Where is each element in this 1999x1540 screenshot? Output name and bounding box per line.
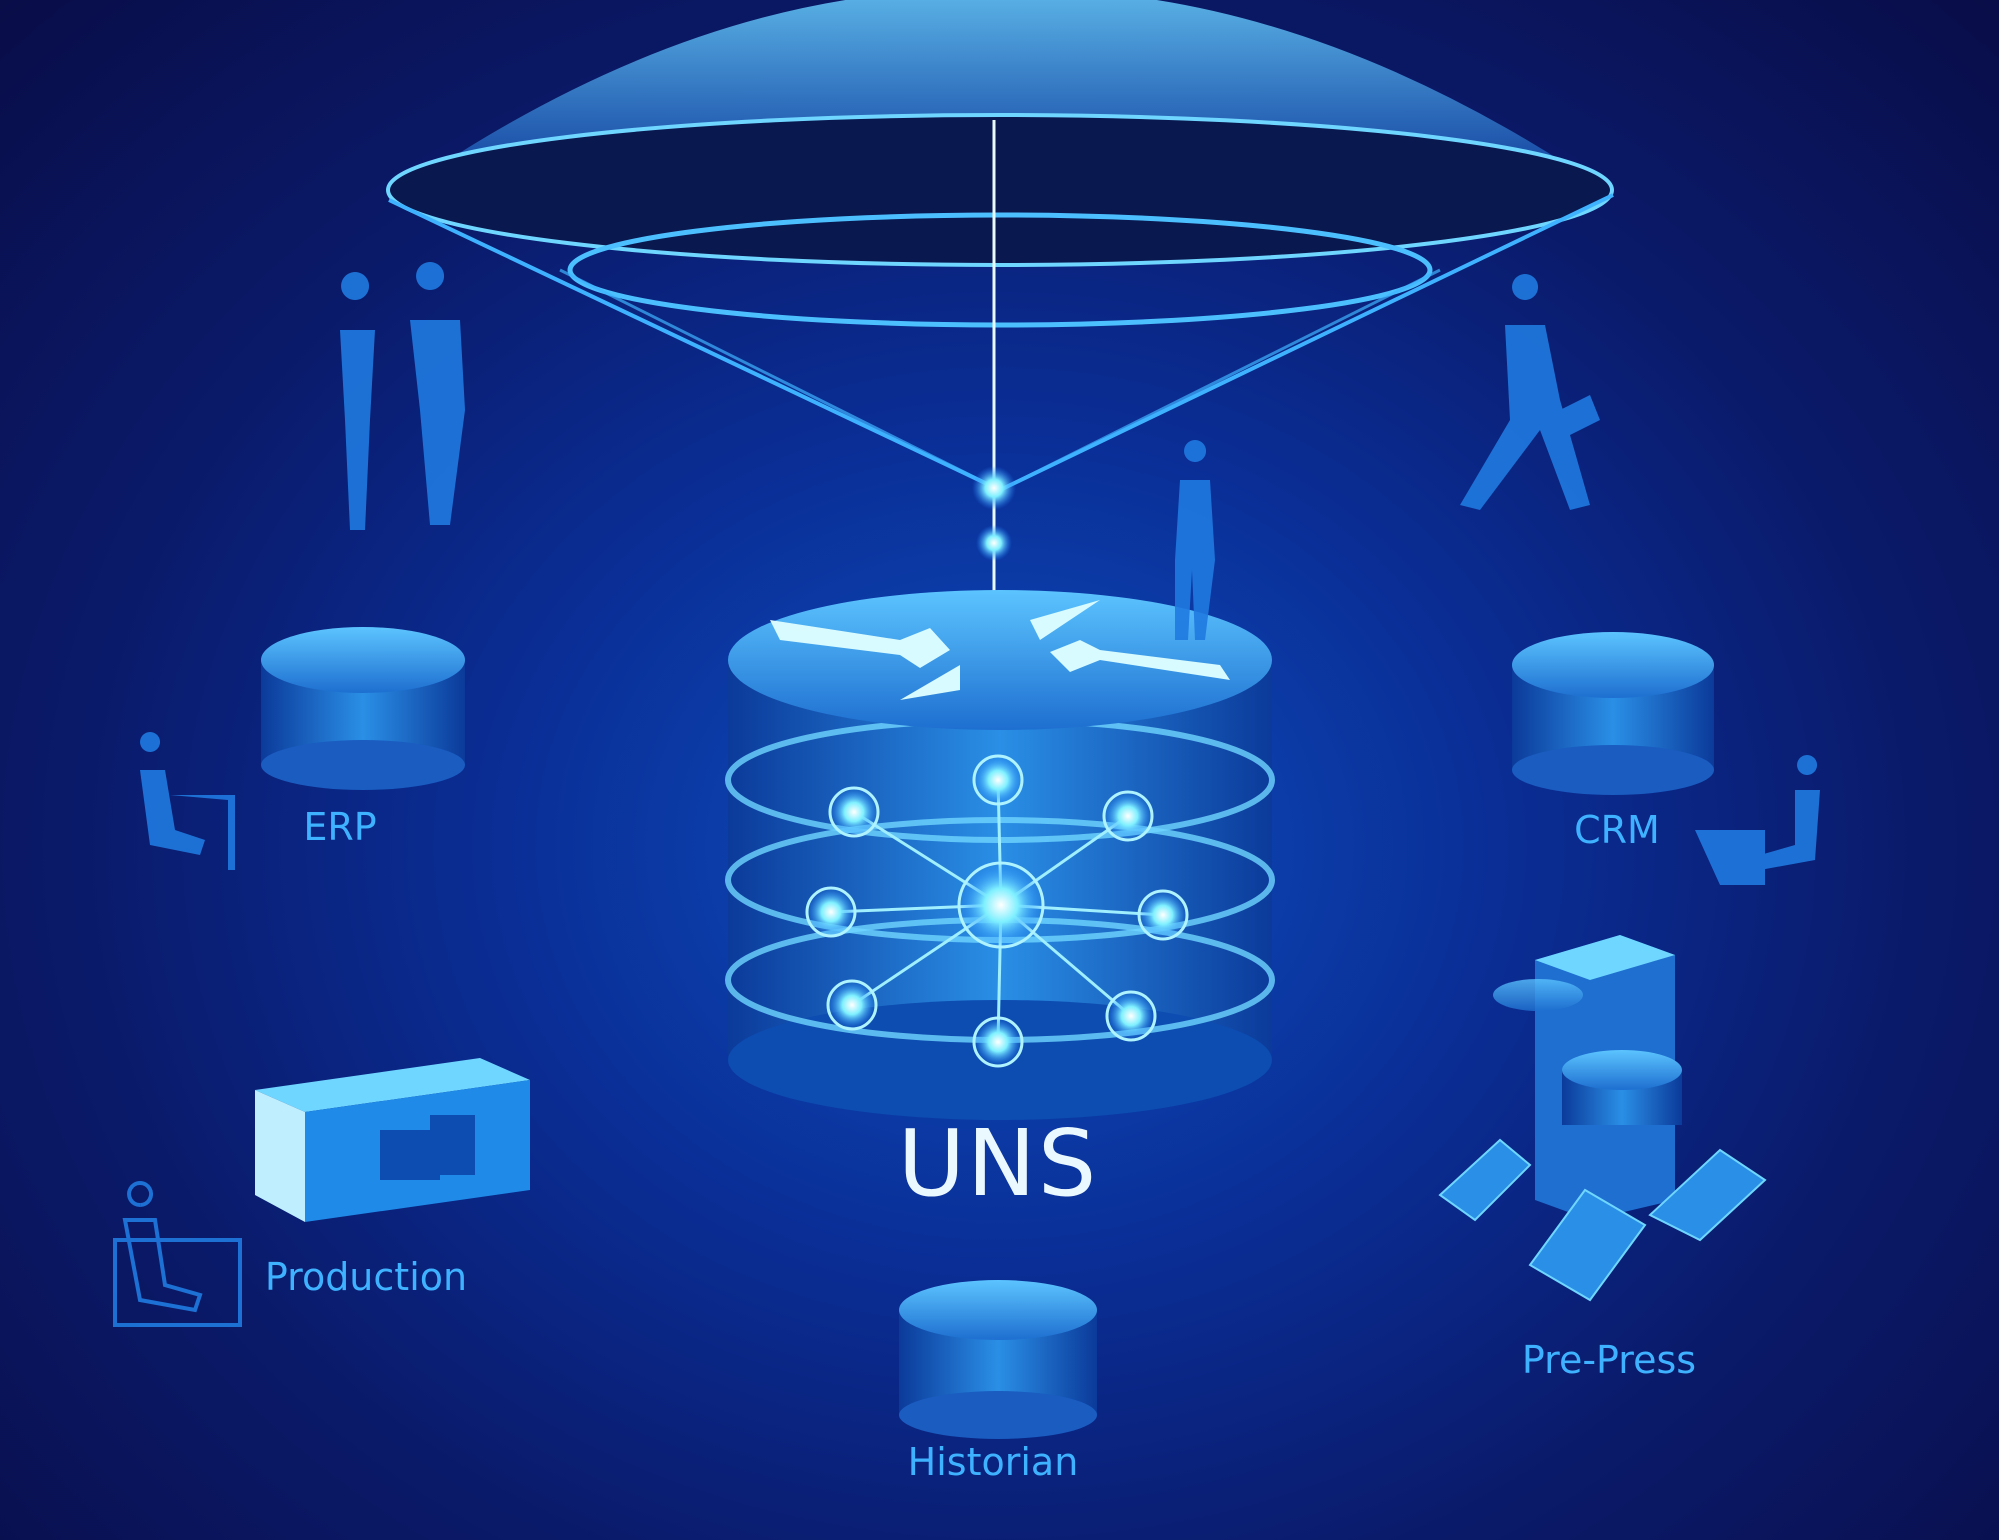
uns-database: UNS [725, 590, 1275, 1217]
historian-label: Historian [908, 1440, 1079, 1484]
crm-database [1512, 632, 1714, 795]
production-label: Production [265, 1255, 467, 1299]
arrows-icon [770, 600, 1230, 700]
business-people-icon [340, 262, 465, 530]
crm-label: CRM [1574, 808, 1660, 852]
presenting-person-icon [1175, 440, 1215, 640]
uns-title: UNS [898, 1110, 1099, 1217]
operator-icon [113, 1181, 242, 1327]
desk-worker-icon [140, 732, 235, 870]
walking-person-icon [1460, 274, 1600, 510]
desk-worker-icon [1695, 755, 1820, 885]
funnel-dome [386, 0, 1614, 705]
erp-database [261, 627, 465, 790]
production-machine-icon [255, 1058, 530, 1222]
prepress-label: Pre-Press [1522, 1338, 1696, 1382]
laptops-icon [1438, 1138, 1767, 1302]
erp-label: ERP [303, 805, 376, 849]
historian-database [899, 1280, 1097, 1439]
prepress-servers-icon [1493, 935, 1682, 1220]
